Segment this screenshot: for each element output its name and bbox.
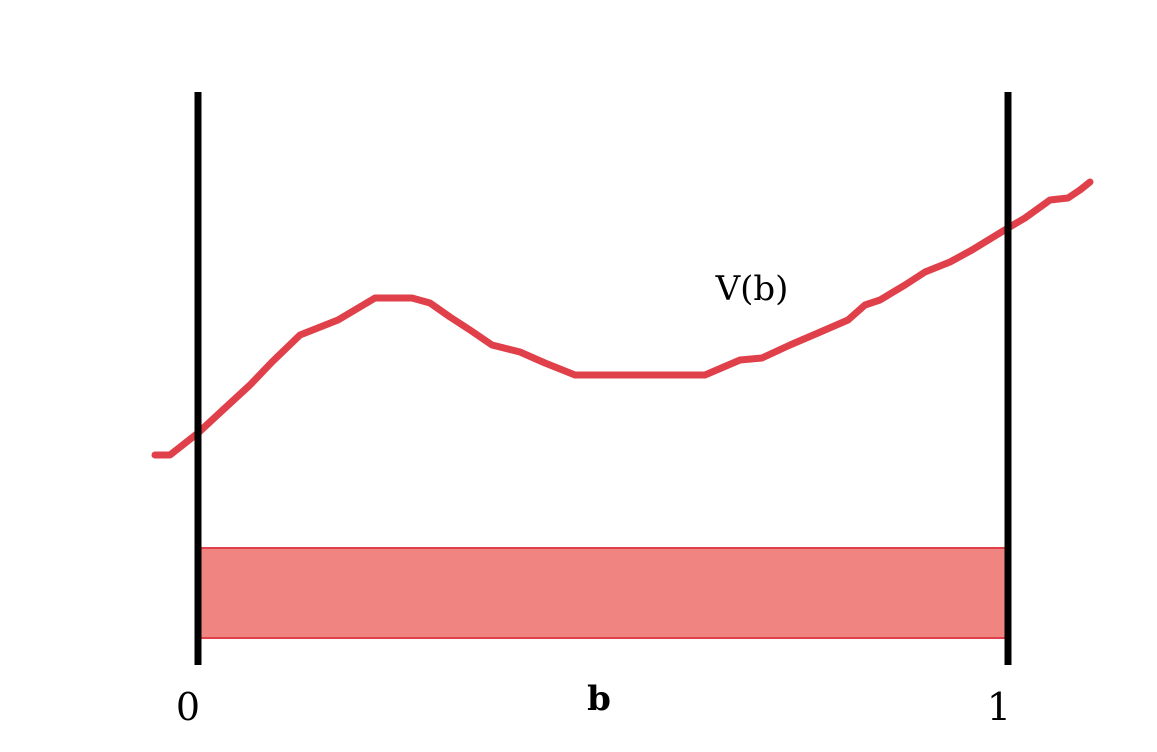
- axis-label-b: b: [587, 679, 611, 719]
- shaded-band: [197, 547, 1007, 639]
- tick-label-left: 0: [176, 685, 200, 729]
- curve-label: V(b): [715, 269, 789, 309]
- potential-curve: [151, 178, 1094, 459]
- tick-label-right: 1: [987, 685, 1011, 729]
